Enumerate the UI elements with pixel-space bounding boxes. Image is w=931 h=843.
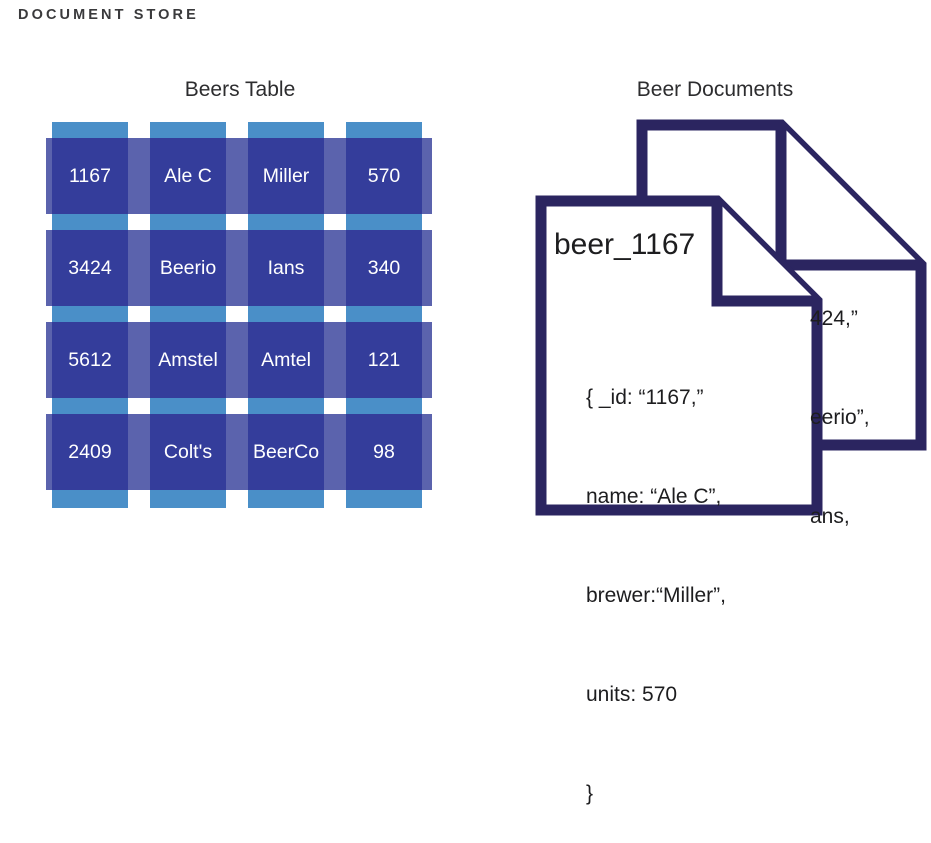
table-cell: Ians (248, 230, 324, 306)
beers-table-caption: Beers Table (184, 78, 296, 101)
table-cell: 340 (346, 230, 422, 306)
table-cell: 121 (346, 322, 422, 398)
table-cell: 98 (346, 414, 422, 490)
beer-documents-caption: Beer Documents (636, 78, 794, 101)
back-document-line: 424,” (810, 307, 858, 330)
table-cell: 3424 (52, 230, 128, 306)
front-document-line: units: 570 (586, 683, 678, 706)
front-document-icon (535, 195, 823, 516)
front-document-line: { _id: “1167,” (586, 386, 704, 409)
table-cell: 2409 (52, 414, 128, 490)
table-cell: 5612 (52, 322, 128, 398)
back-document-text: 424,” eerio”, ans, (810, 236, 870, 566)
table-cell: BeerCo (248, 414, 324, 490)
front-document-line: name: “Ale C”, (586, 485, 722, 508)
beer-documents-group (500, 100, 931, 530)
table-cell: Miller (248, 138, 324, 214)
table-cell: Amtel (248, 322, 324, 398)
table-cell: Ale C (150, 138, 226, 214)
back-document-line: eerio”, (810, 406, 870, 429)
beers-table: 1167 Ale C Miller 570 3424 Beerio Ians 3… (40, 110, 440, 520)
table-cell: Amstel (150, 322, 226, 398)
page-title: DOCUMENT STORE (18, 7, 199, 23)
table-cell: 570 (346, 138, 422, 214)
front-document-title: beer_1167 (554, 228, 696, 261)
table-cell: 1167 (52, 138, 128, 214)
back-document-line: ans, (810, 505, 850, 528)
front-document-line: } (586, 782, 594, 805)
table-cell: Beerio (150, 230, 226, 306)
front-document-line: brewer:“Miller”, (586, 584, 727, 607)
front-document-body: { _id: “1167,” name: “Ale C”, brewer:“Mi… (586, 315, 726, 843)
table-cell: Colt's (150, 414, 226, 490)
